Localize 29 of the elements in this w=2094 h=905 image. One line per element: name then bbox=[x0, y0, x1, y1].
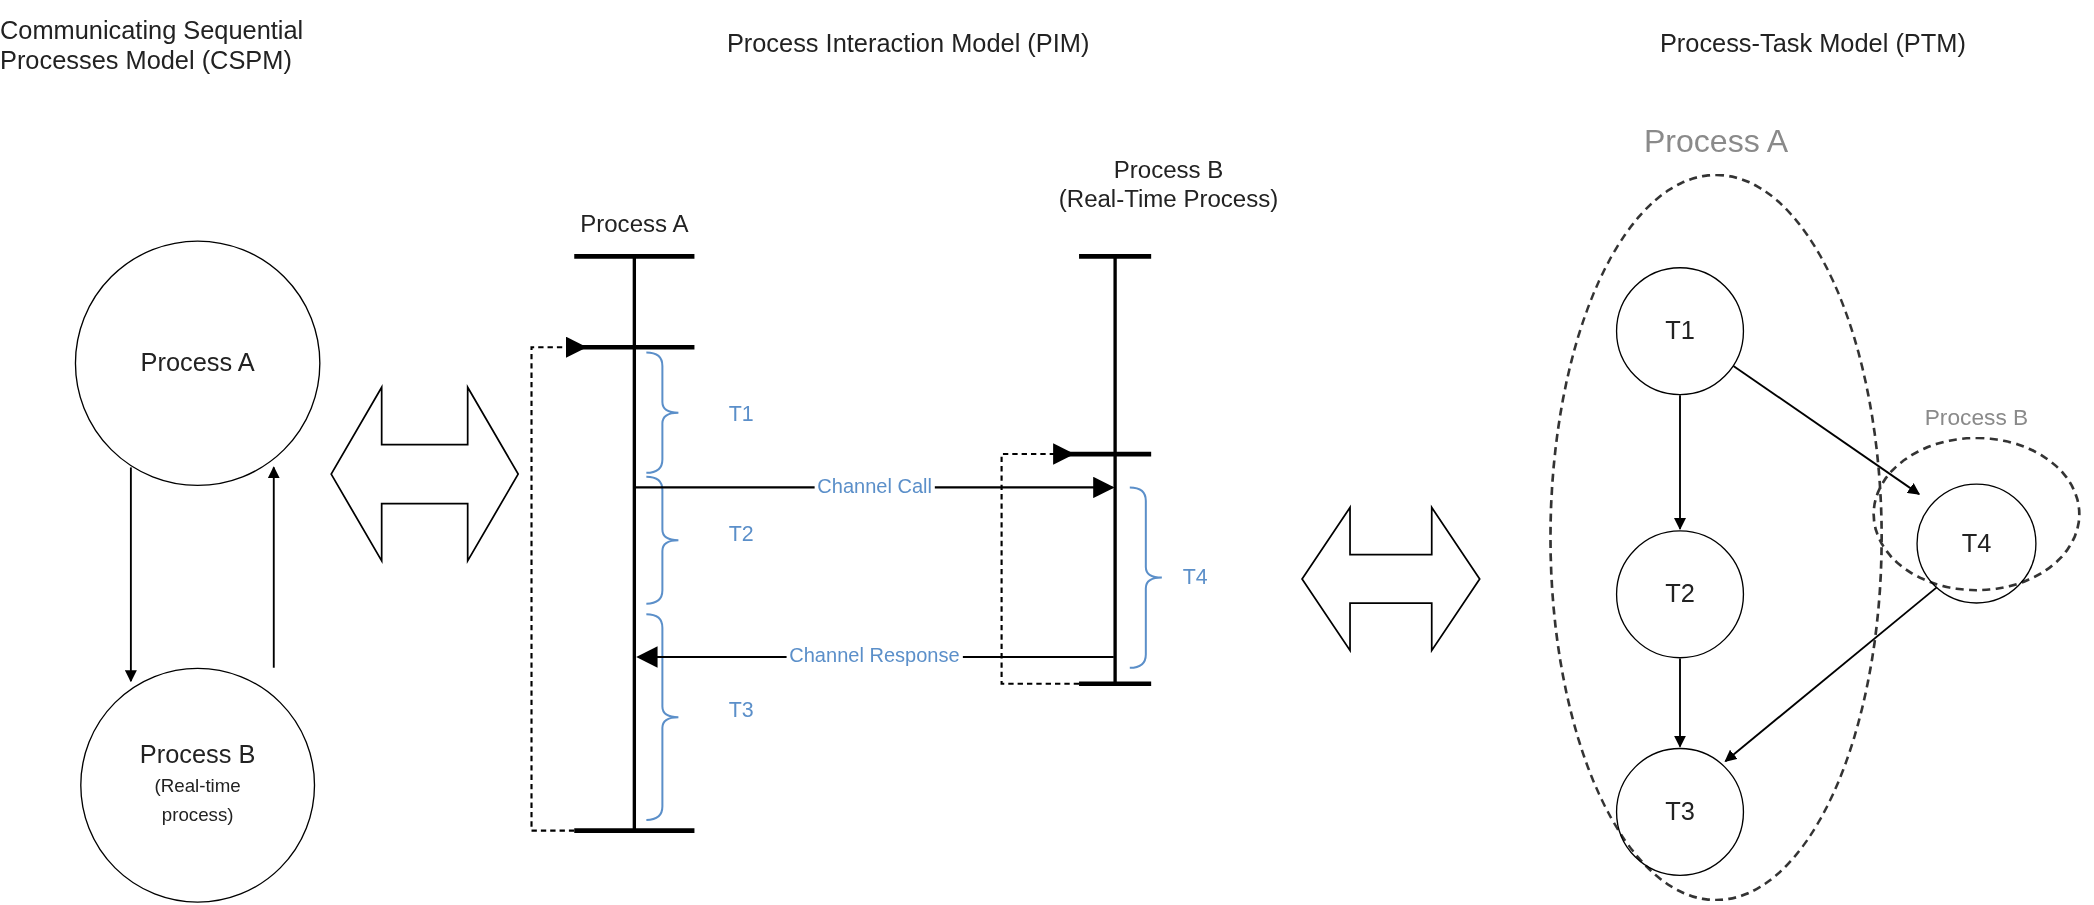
arrow bbox=[1000, 443, 1080, 685]
arrow bbox=[1724, 586, 1938, 763]
arrow bbox=[124, 466, 137, 683]
task-circle: T3 bbox=[1615, 747, 1745, 877]
task-circle: T1 bbox=[1615, 267, 1745, 396]
arrow bbox=[267, 466, 280, 669]
group-label: Process B bbox=[1923, 404, 2030, 432]
process-circle bbox=[74, 240, 321, 487]
process-circle bbox=[80, 667, 316, 903]
process-name: Process B bbox=[138, 740, 257, 771]
process-name: Process A bbox=[139, 348, 256, 379]
brace-label: T4 bbox=[1181, 563, 1209, 590]
process-note: (Real-time process) bbox=[153, 773, 242, 828]
arrow bbox=[1674, 657, 1686, 748]
task-circle: T4 bbox=[1916, 483, 2037, 604]
arrow bbox=[1674, 394, 1686, 531]
section-title: Process-Task Model (PTM) bbox=[1658, 29, 1967, 60]
brace-label: T3 bbox=[727, 697, 755, 723]
section-title: Communicating Sequential Processes Model (CSPM) bbox=[0, 16, 305, 77]
lifeline-label: Process B (Real-Time Process) bbox=[1057, 156, 1280, 214]
brace-label: T2 bbox=[727, 521, 755, 547]
lifeline-label: Process A bbox=[579, 211, 690, 240]
double-arrow bbox=[330, 384, 520, 565]
task-circle: T2 bbox=[1615, 530, 1745, 659]
arrow bbox=[1732, 365, 1921, 496]
group-label: Process A bbox=[1642, 122, 1790, 161]
brace-label: T1 bbox=[727, 400, 755, 427]
section-title: Process Interaction Model (PIM) bbox=[725, 29, 1091, 60]
double-arrow bbox=[1301, 504, 1481, 654]
